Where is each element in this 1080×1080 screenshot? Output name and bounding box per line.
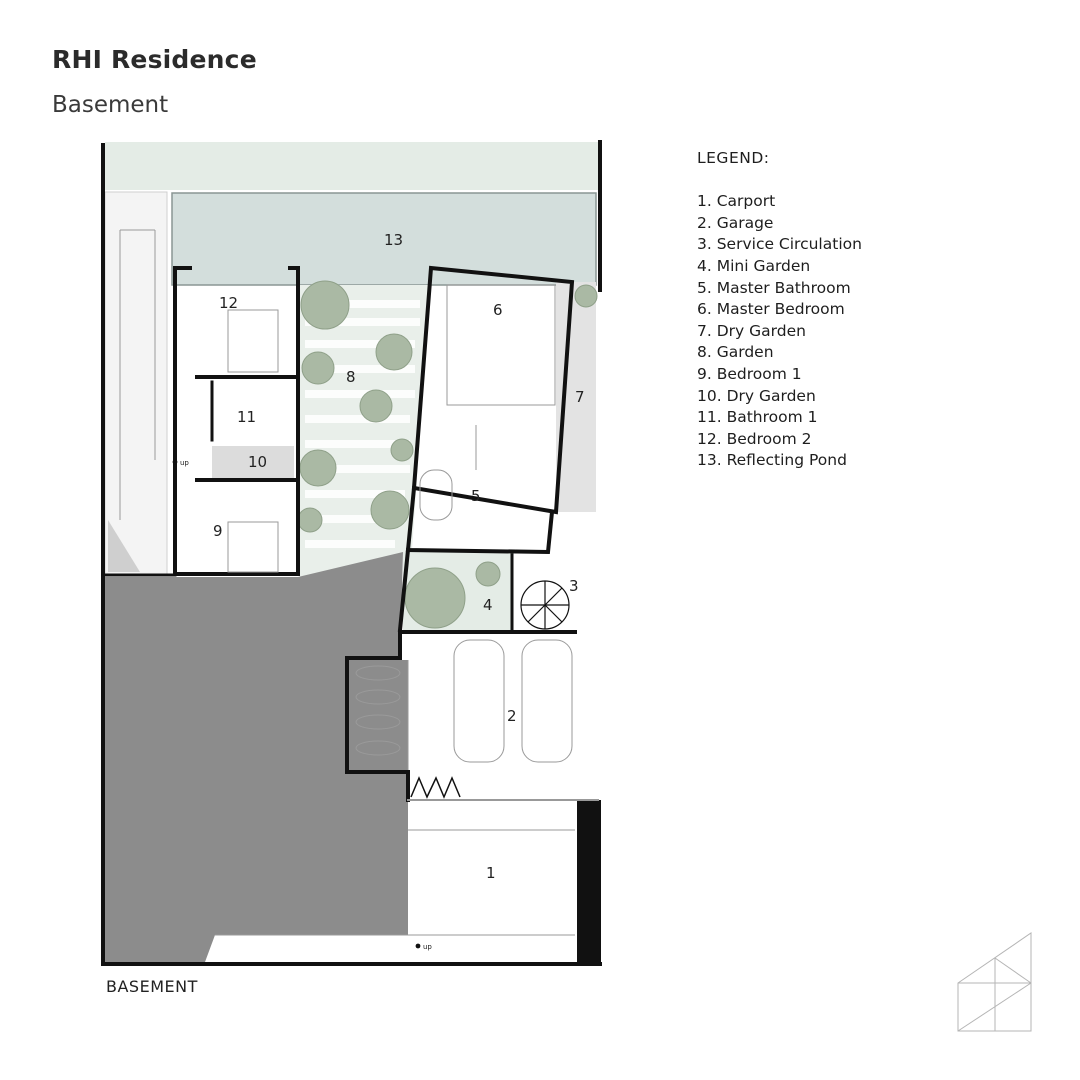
legend-item: 3. Service Circulation — [697, 235, 862, 254]
legend-title: LEGEND: — [697, 149, 770, 167]
walls — [101, 140, 602, 966]
page-subtitle: Basement — [52, 92, 169, 118]
room-number-3: 3 — [569, 577, 579, 595]
motorbike-icons — [355, 665, 401, 756]
room-number-11: 11 — [237, 408, 256, 426]
room-number-9: 9 — [213, 522, 223, 540]
legend-item: 9. Bedroom 1 — [697, 364, 802, 383]
room-number-8: 8 — [346, 368, 356, 386]
dry-garden-10 — [212, 446, 294, 478]
legend-list: 1. Carport 2. Garage 3. Service Circulat… — [697, 191, 862, 472]
solid-ground — [105, 552, 408, 962]
tree-icon — [359, 389, 393, 423]
tree-icon — [301, 351, 335, 385]
page-title: RHI Residence — [52, 45, 257, 74]
tree-icon — [475, 561, 501, 587]
legend-item: 7. Dry Garden — [697, 321, 806, 340]
tree-icon — [375, 333, 413, 371]
legend-item: 6. Master Bedroom — [697, 300, 845, 319]
room-number-12: 12 — [219, 294, 238, 312]
ramp-strip — [104, 191, 168, 575]
legend-item: 11. Bathroom 1 — [697, 408, 818, 427]
interior-lines — [119, 229, 575, 936]
garden-paving — [305, 300, 420, 548]
ramp-shade — [108, 520, 140, 572]
room-number-1: 1 — [486, 864, 496, 882]
room-number-6: 6 — [493, 301, 503, 319]
tree-icon — [574, 284, 598, 308]
stair-up-marker — [172, 459, 178, 465]
stair-up-label: up — [180, 459, 189, 467]
room-number-10: 10 — [248, 453, 267, 471]
legend: LEGEND: 1. Carport 2. Garage 3. Service … — [697, 148, 862, 472]
legend-item: 1. Carport — [697, 192, 776, 211]
tree-icon — [299, 449, 337, 487]
legend-item: 4. Mini Garden — [697, 256, 811, 275]
room-number-5: 5 — [471, 487, 481, 505]
tree-icons — [297, 280, 598, 629]
room-number-13: 13 — [384, 231, 403, 249]
room-number-2: 2 — [507, 707, 517, 725]
legend-item: 12. Bedroom 2 — [697, 429, 812, 448]
tree-icon — [390, 438, 414, 462]
tree-icon — [404, 567, 466, 629]
room-number-7: 7 — [575, 388, 585, 406]
garage-gate — [410, 776, 461, 799]
top-garden-strip — [105, 142, 598, 190]
legend-item: 5. Master Bathroom — [697, 278, 851, 297]
room-number-4: 4 — [483, 596, 493, 614]
legend-item: 13. Reflecting Pond — [697, 451, 847, 470]
tree-icon — [370, 490, 410, 530]
legend-item: 8. Garden — [697, 343, 774, 362]
legend-item: 2. Garage — [697, 213, 774, 232]
tree-icon — [297, 507, 323, 533]
spiral-stair-icon — [520, 580, 570, 630]
plan-label: BASEMENT — [106, 977, 198, 996]
logo-mark-icon — [957, 932, 1032, 1032]
tree-icon — [300, 280, 350, 330]
legend-item: 10. Dry Garden — [697, 386, 816, 405]
ramp-up-marker — [415, 943, 421, 949]
ramp-up-label: up — [423, 943, 432, 951]
